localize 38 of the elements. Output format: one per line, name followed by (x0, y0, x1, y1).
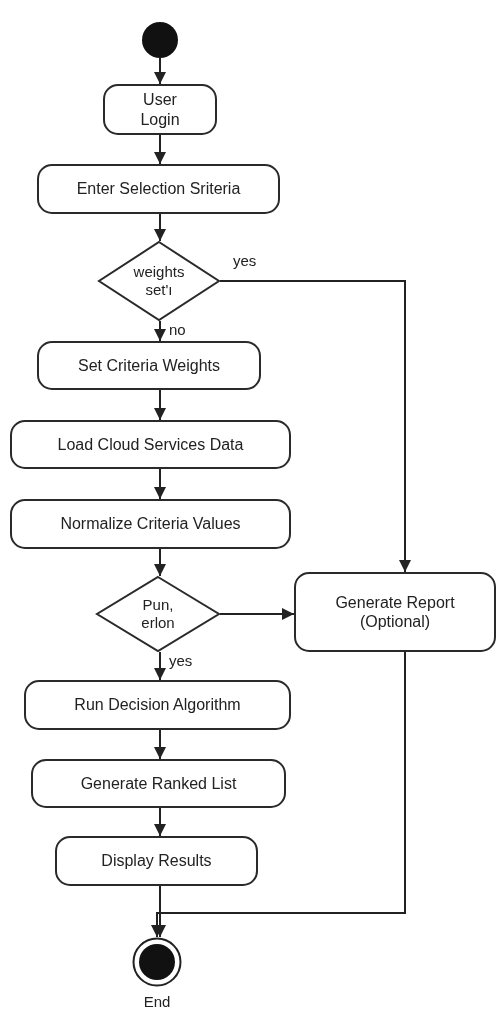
action-box (55, 836, 258, 886)
action-box (24, 680, 291, 730)
arrow (154, 389, 166, 421)
decision-diamond (96, 576, 220, 652)
action-box (31, 759, 286, 808)
end-node (132, 937, 182, 987)
arrow (219, 280, 411, 573)
node-text: Normalize Criteria Values (60, 514, 241, 534)
node-text: Pun, erlon (140, 596, 176, 632)
node-text: Generate Ranked List (80, 773, 237, 794)
node-text: Generate Report (Optional) (334, 592, 456, 632)
node-text: Enter Selection Sriteria (76, 179, 241, 199)
arrow (154, 57, 166, 85)
arrow (154, 320, 166, 342)
node-text: User Login (139, 90, 181, 129)
node-text: Display Results (101, 851, 212, 871)
decision-diamond (98, 241, 220, 321)
arrow (154, 213, 166, 242)
start-node (142, 22, 178, 58)
action-box (103, 84, 217, 135)
node-text: Load Cloud Services Data (57, 434, 244, 455)
arrow (219, 608, 295, 620)
action-box (294, 572, 496, 652)
action-box (10, 420, 291, 469)
node-text: Run Decision Algorithm (74, 695, 241, 715)
action-box (10, 499, 291, 549)
arrow (154, 729, 166, 760)
node-text: Set Criteria Weights (78, 355, 220, 376)
node-caption: End (142, 993, 172, 1010)
arrow (154, 807, 166, 837)
arrow (154, 468, 166, 500)
node-text: weights set'ı (132, 263, 186, 299)
action-box (37, 164, 280, 214)
arrow (154, 134, 166, 165)
arrow (154, 651, 166, 681)
arrow (154, 548, 166, 577)
arrow (151, 651, 406, 938)
action-box (37, 341, 261, 390)
